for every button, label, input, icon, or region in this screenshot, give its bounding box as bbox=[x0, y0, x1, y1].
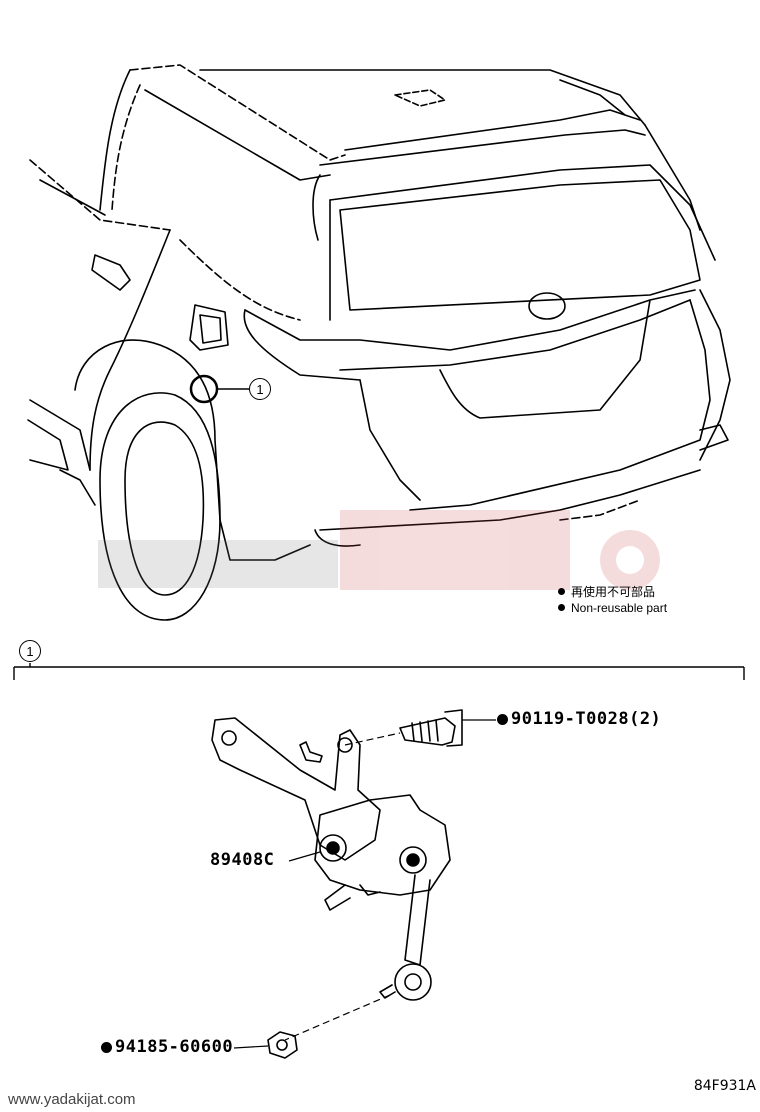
legend-line1: 再使用不可部品 bbox=[571, 585, 656, 599]
part-label-sensor: 89408C bbox=[210, 850, 274, 870]
legend-line2: Non-reusable part bbox=[571, 601, 668, 615]
callout-number: 1 bbox=[26, 643, 34, 659]
part-number-nut: 94185-60600 bbox=[115, 1037, 234, 1057]
part-number-bolt: 90119-T0028(2) bbox=[511, 709, 662, 729]
callout-badge-section: 1 bbox=[19, 640, 41, 662]
bullet-icon bbox=[558, 588, 565, 595]
legend-item-en: Non-reusable part bbox=[558, 600, 667, 616]
part-number-sensor: 89408C bbox=[210, 850, 275, 870]
callout-badge-vehicle: 1 bbox=[249, 378, 271, 400]
legend: 再使用不可部品 Non-reusable part bbox=[558, 584, 667, 616]
non-reusable-icon bbox=[101, 1042, 112, 1053]
diagram-code-text: 84F931A bbox=[693, 1078, 756, 1094]
watermark-logo bbox=[98, 510, 660, 590]
watermark-url: www.yadakijat.com bbox=[8, 1091, 136, 1108]
legend-item-jp: 再使用不可部品 bbox=[558, 584, 667, 600]
part-label-bolt: 90119-T0028(2) bbox=[497, 709, 661, 729]
watermark-url-text: www.yadakijat.com bbox=[8, 1091, 136, 1108]
non-reusable-icon bbox=[497, 714, 508, 725]
diagram-code: 84F931A bbox=[694, 1078, 756, 1094]
callout-number: 1 bbox=[256, 381, 264, 397]
part-label-nut: 94185-60600 bbox=[101, 1037, 233, 1057]
bullet-icon bbox=[558, 604, 565, 611]
